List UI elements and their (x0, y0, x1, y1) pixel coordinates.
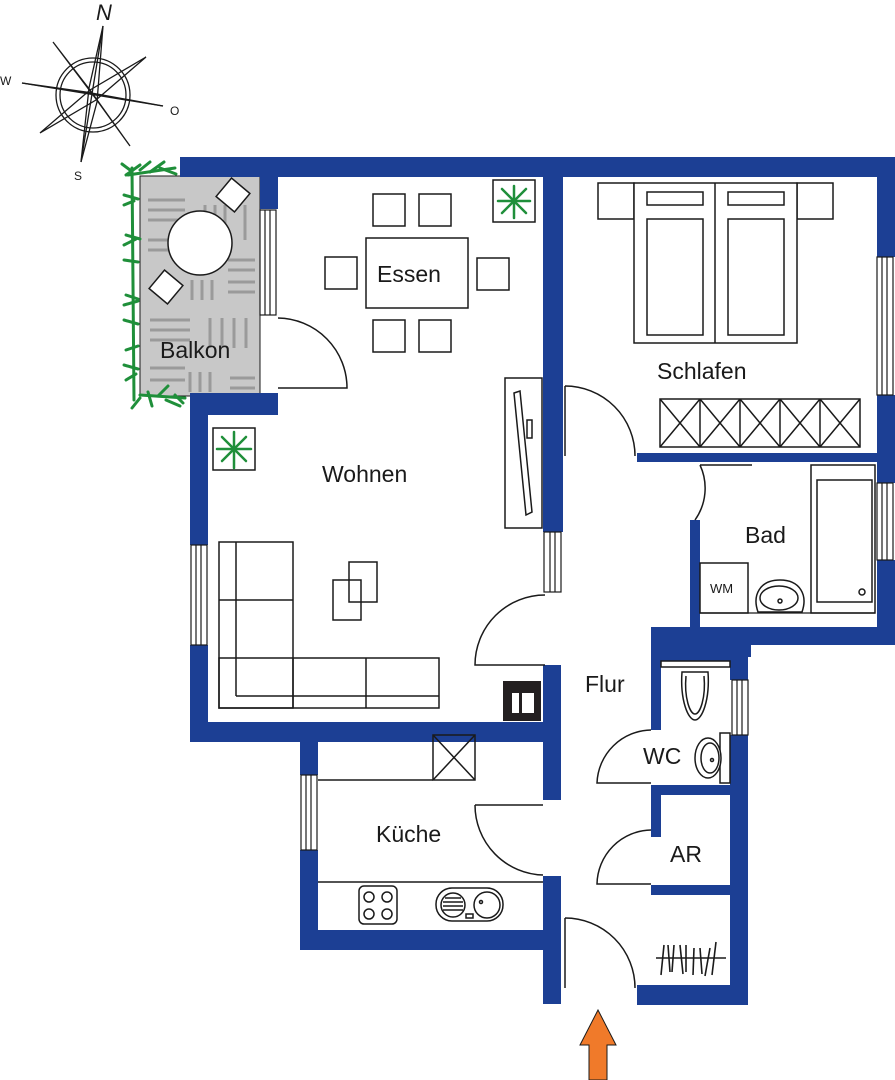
compass-north-label: N (96, 0, 112, 25)
room-label-balkon: Balkon (160, 337, 230, 363)
coat-rack-icon (656, 941, 726, 977)
compass-west-label: W (0, 74, 12, 88)
windows (190, 209, 894, 851)
room-label-essen: Essen (377, 261, 441, 287)
compass-east-label: O (170, 104, 179, 118)
compass-rose-icon (21, 25, 164, 163)
room-label-kueche: Küche (376, 821, 441, 847)
kitchen-counter-top (318, 734, 476, 781)
coffee-table (332, 561, 378, 621)
entrance-arrow-icon (579, 1008, 617, 1080)
room-label-bad: Bad (745, 522, 786, 548)
toilet-icon (660, 660, 731, 721)
room-label-ar: AR (670, 841, 702, 867)
sofa (218, 541, 440, 709)
wardrobe-icon (659, 398, 861, 448)
sink-icon (435, 887, 504, 922)
double-bed (597, 182, 834, 344)
chimney-icon (503, 681, 541, 721)
room-label-schlafen: Schlafen (657, 358, 747, 384)
doors (277, 317, 752, 989)
plant-icon (212, 427, 256, 471)
room-label-wc: WC (643, 743, 681, 769)
walls (180, 157, 895, 1005)
wm-label: WM (710, 581, 733, 596)
plant-icon (492, 179, 536, 223)
sink-icon (755, 579, 805, 613)
balcony (139, 175, 261, 397)
stove-icon (358, 885, 398, 925)
room-label-wohnen: Wohnen (322, 461, 407, 487)
room-label-flur: Flur (585, 671, 625, 697)
compass-south-label: S (74, 169, 82, 183)
plant-icon (120, 160, 187, 410)
bathtub-icon (810, 464, 876, 614)
washing-machine: WM (699, 562, 749, 614)
sink-icon (694, 732, 731, 784)
dining-table (324, 193, 510, 353)
tv-icon (504, 377, 543, 529)
